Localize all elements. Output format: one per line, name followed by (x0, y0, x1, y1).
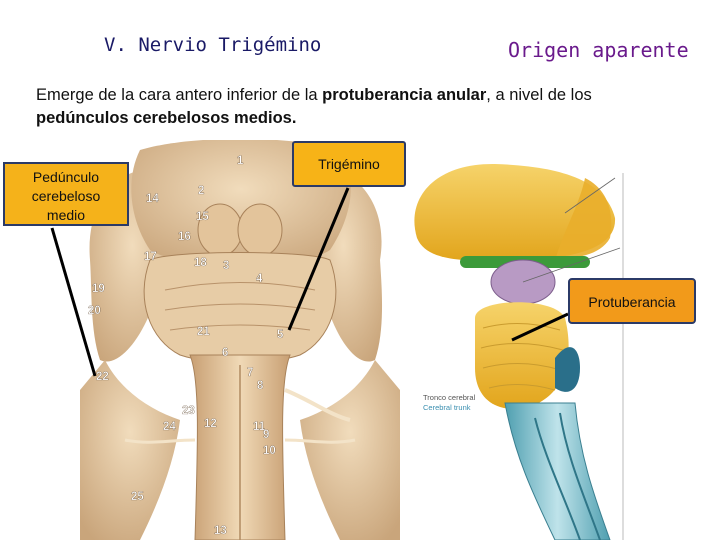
figure-number: 25 (131, 491, 144, 503)
figure-label-en: Cerebral trunk (423, 403, 471, 412)
paragraph-text-1: Emerge de la cara antero inferior de la (36, 86, 323, 104)
figure-number: 12 (204, 418, 217, 430)
paragraph-bold-1: protuberancia anular (322, 86, 487, 104)
paragraph-text-2: , a nivel de los (486, 86, 592, 104)
figure-number: 11 (253, 421, 266, 433)
callout-pedunculo-line-1: Pedúnculo (32, 169, 100, 185)
slide-title: V. Nervio Trigémino (104, 34, 322, 56)
figure-number: 10 (263, 445, 276, 457)
figure-number: 9 (263, 429, 269, 441)
figure-number: 14 (146, 193, 159, 205)
figure-number: 20 (88, 305, 101, 317)
figure-label-es: Tronco cerebral (423, 393, 476, 402)
description-paragraph: Emerge de la cara antero inferior de la … (36, 84, 686, 130)
figure-number: 13 (214, 525, 227, 537)
figure-number: 17 (144, 251, 157, 263)
figure-number: 7 (247, 367, 253, 379)
figure-number: 5 (277, 329, 284, 341)
callout-pedunculo-line-2: cerebeloso (31, 188, 101, 204)
figure-number: 2 (198, 185, 204, 197)
figure-number: 8 (257, 380, 264, 392)
figure-number: 16 (178, 231, 191, 243)
brainstem-lateral-illustration: Tronco cerebral Cerebral trunk (414, 163, 624, 540)
paragraph-bold-2: pedúnculos cerebelosos medios. (36, 109, 297, 127)
slide-subtitle: Origen aparente (508, 38, 689, 62)
figure-number: 19 (92, 283, 105, 295)
figure-number: 22 (96, 371, 109, 383)
figure-number: 18 (194, 257, 207, 269)
callout-protuberancia: Protuberancia (568, 278, 696, 324)
callout-pedunculo-line-3: medio (46, 207, 86, 223)
figure-number: 24 (163, 421, 176, 433)
figure-number: 1 (237, 155, 244, 167)
figure-number: 3 (223, 260, 229, 272)
figure-number: 15 (196, 211, 209, 223)
callout-trigemino: Trigémino (292, 141, 406, 187)
callout-pedunculo: Pedúnculo cerebeloso medio (3, 162, 129, 226)
figure-number: 6 (222, 347, 228, 359)
figure-number: 21 (197, 326, 210, 338)
figure-number: 23 (182, 405, 195, 417)
figure-number: 4 (256, 273, 263, 285)
